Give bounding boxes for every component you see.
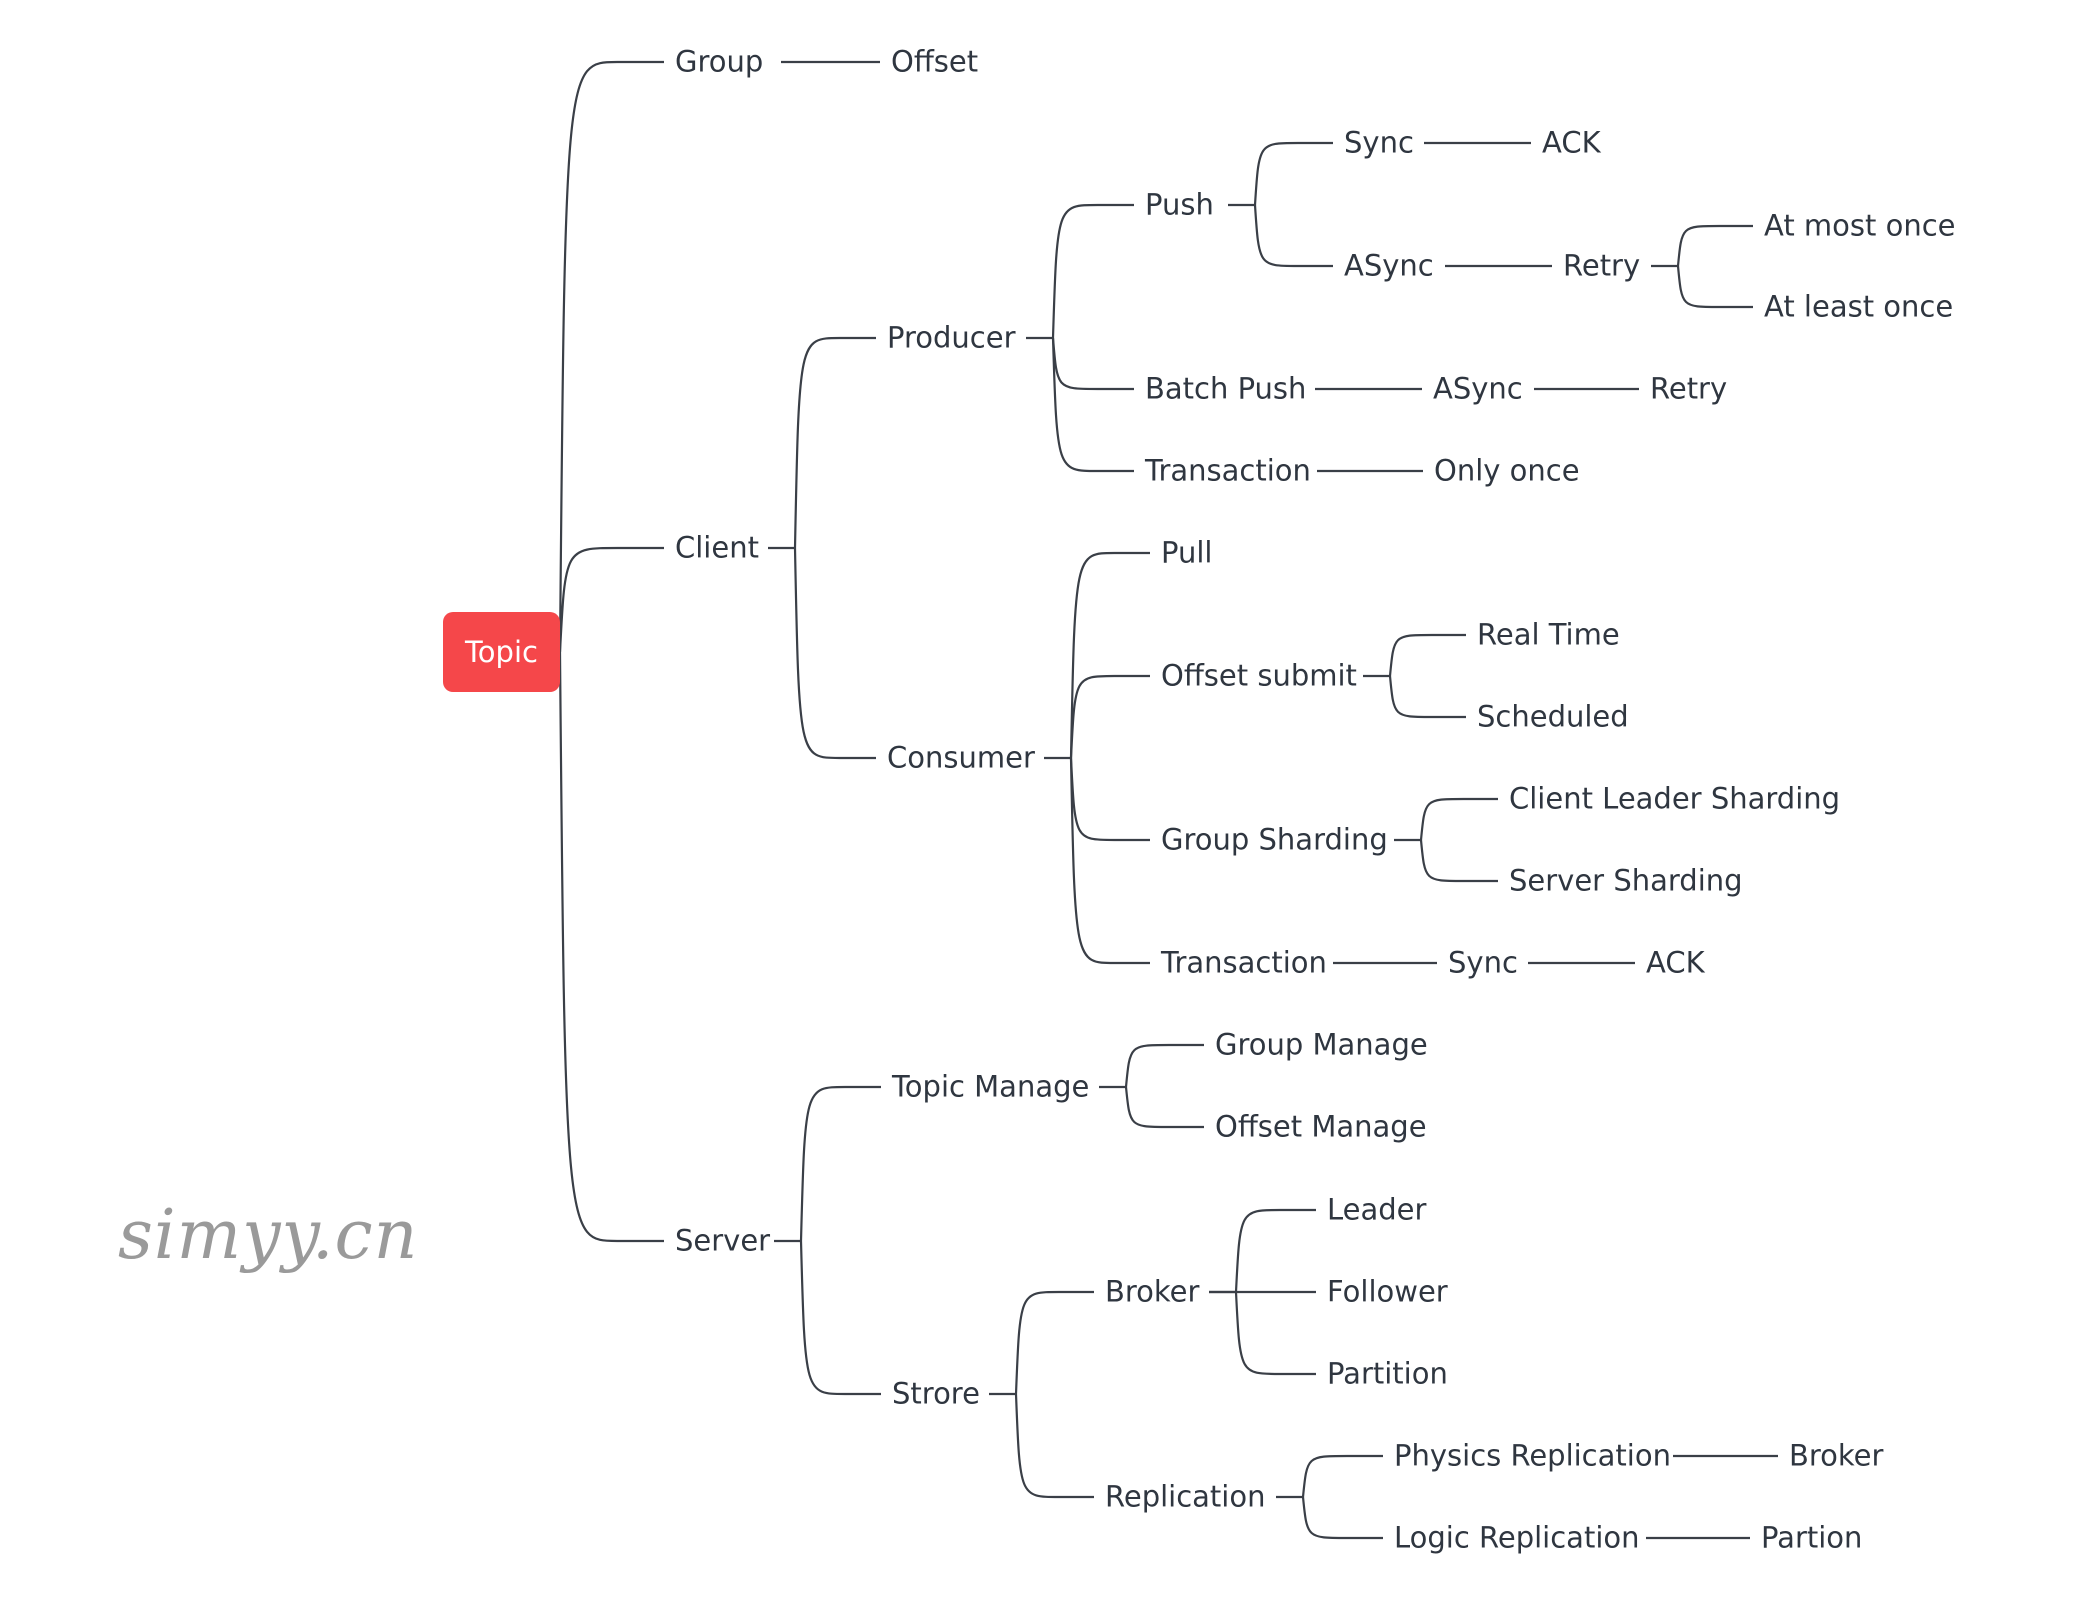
node-topic-manage[interactable]: Topic Manage	[892, 1069, 1090, 1104]
edge-offset_submit-to-real_time	[1388, 633, 1466, 677]
node-scheduled[interactable]: Scheduled	[1477, 699, 1629, 734]
node-server-sharding[interactable]: Server Sharding	[1509, 863, 1743, 898]
edge-group_sharding-to-server_sharding	[1419, 839, 1498, 883]
edge-producer-to-push	[1051, 203, 1134, 339]
edge-replication-to-physics_replication	[1301, 1454, 1383, 1498]
edge-root-to-group	[558, 60, 664, 653]
root-node-topic[interactable]: Topic	[443, 612, 560, 692]
edge-producer-to-batch_push	[1051, 337, 1134, 391]
edge-consumer-to-group_sharding	[1069, 757, 1150, 842]
node-leader[interactable]: Leader	[1327, 1192, 1427, 1227]
watermark: simyy.cn	[118, 1196, 419, 1275]
edge-push-to-push_async	[1253, 204, 1333, 268]
edge-server-to-strore	[799, 1240, 881, 1396]
edge-root-to-server	[558, 651, 664, 1243]
edge-replication-to-logic_replication	[1301, 1496, 1383, 1540]
edge-consumer-to-offset_submit	[1069, 674, 1150, 759]
node-push-sync[interactable]: Sync	[1344, 125, 1414, 160]
node-push-sync-ack[interactable]: ACK	[1542, 125, 1601, 160]
node-pull[interactable]: Pull	[1161, 535, 1213, 570]
edge-consumer-to-pull	[1069, 551, 1150, 759]
edge-topic_manage-to-offset_manage	[1124, 1086, 1204, 1129]
node-consumer-sync[interactable]: Sync	[1448, 945, 1518, 980]
edge-server-to-topic_manage	[799, 1085, 881, 1242]
node-producer-transaction[interactable]: Transaction	[1145, 453, 1311, 488]
node-client-leader-sharding[interactable]: Client Leader Sharding	[1509, 781, 1841, 816]
node-batch-push[interactable]: Batch Push	[1145, 371, 1307, 406]
node-push-async[interactable]: ASync	[1344, 248, 1434, 283]
node-partion[interactable]: Partion	[1761, 1520, 1863, 1555]
node-group-manage[interactable]: Group Manage	[1215, 1027, 1428, 1062]
edge-group_sharding-to-client_leader_sharding	[1419, 797, 1498, 841]
node-only-once[interactable]: Only once	[1434, 453, 1580, 488]
edge-push_async_retry-to-at_most_once	[1676, 224, 1753, 267]
node-partition[interactable]: Partition	[1327, 1356, 1448, 1391]
node-push[interactable]: Push	[1145, 187, 1214, 222]
node-strore[interactable]: Strore	[892, 1376, 980, 1411]
node-consumer-ack[interactable]: ACK	[1646, 945, 1705, 980]
edge-broker-to-partition	[1234, 1291, 1316, 1376]
node-at-least-once[interactable]: At least once	[1764, 289, 1954, 324]
node-offset-submit[interactable]: Offset submit	[1161, 658, 1357, 693]
node-batch-retry[interactable]: Retry	[1650, 371, 1728, 406]
edge-strore-to-replication	[1014, 1393, 1094, 1499]
node-replication[interactable]: Replication	[1105, 1479, 1266, 1514]
node-real-time[interactable]: Real Time	[1477, 617, 1620, 652]
node-physics-replication[interactable]: Physics Replication	[1394, 1438, 1671, 1473]
node-batch-async[interactable]: ASync	[1433, 371, 1523, 406]
node-logic-replication[interactable]: Logic Replication	[1394, 1520, 1640, 1555]
edge-broker-to-leader	[1234, 1208, 1316, 1293]
edge-strore-to-broker	[1014, 1290, 1094, 1395]
node-consumer[interactable]: Consumer	[887, 740, 1035, 775]
edge-topic_manage-to-group_manage	[1124, 1043, 1204, 1088]
node-at-most-once[interactable]: At most once	[1764, 208, 1956, 243]
node-offset-manage[interactable]: Offset Manage	[1215, 1109, 1427, 1144]
edge-offset_submit-to-scheduled	[1388, 675, 1466, 719]
edge-client-to-consumer	[793, 547, 876, 760]
node-group[interactable]: Group	[675, 44, 764, 79]
node-consumer-transaction[interactable]: Transaction	[1161, 945, 1327, 980]
node-broker[interactable]: Broker	[1105, 1274, 1200, 1309]
node-push-async-retry[interactable]: Retry	[1563, 248, 1641, 283]
edge-consumer-to-consumer_transaction	[1069, 757, 1150, 965]
node-group-offset[interactable]: Offset	[891, 44, 979, 79]
node-producer[interactable]: Producer	[887, 320, 1016, 355]
root-node-label: Topic	[465, 634, 538, 669]
node-server[interactable]: Server	[675, 1223, 771, 1258]
edge-root-to-client	[558, 546, 664, 653]
edge-push_async_retry-to-at_least_once	[1676, 265, 1753, 309]
edge-client-to-producer	[793, 336, 876, 549]
node-group-sharding[interactable]: Group Sharding	[1161, 822, 1388, 857]
node-follower[interactable]: Follower	[1327, 1274, 1448, 1309]
edge-producer-to-producer_transaction	[1051, 337, 1134, 473]
edge-push-to-push_sync	[1253, 141, 1333, 206]
node-client[interactable]: Client	[675, 530, 759, 565]
node-physics-broker[interactable]: Broker	[1789, 1438, 1884, 1473]
